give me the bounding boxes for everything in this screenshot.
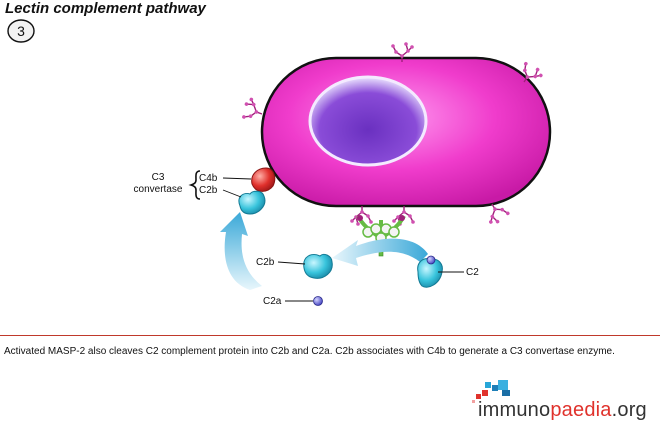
label-convertase: convertase — [134, 184, 183, 195]
logo-part-paedia: paedia — [550, 399, 612, 421]
page-title: Lectin complement pathway — [5, 0, 206, 17]
logo-part-immuno: immuno — [478, 399, 551, 421]
logo-part-org: .org — [611, 399, 647, 421]
label-c2: C2 — [466, 267, 479, 278]
cleavage-arrow — [332, 238, 428, 266]
c2b-bound-molecule — [238, 190, 266, 215]
label-c4b: C4b — [199, 173, 218, 184]
association-arrow — [220, 212, 262, 290]
c3-convertase-brace — [188, 170, 201, 200]
lectin-pathway-diagram: 3 — [7, 19, 552, 307]
step-badge: 3 — [7, 19, 35, 43]
caption-divider — [0, 335, 660, 336]
c4b-molecule — [251, 167, 276, 192]
leader-lines — [222, 177, 464, 302]
pathogen-cell — [260, 56, 552, 208]
label-c2b-lower: C2b — [256, 257, 275, 268]
c2b-free-molecule — [303, 253, 333, 279]
mbl-masp-complex — [356, 215, 406, 257]
caption: Activated MASP-2 also cleaves C2 complem… — [4, 346, 615, 357]
step-number: 3 — [17, 23, 25, 39]
label-c3: C3 — [152, 172, 165, 183]
logo-cube-icon — [472, 380, 510, 403]
logo-wordmark: immunopaedia.org — [478, 399, 647, 422]
nucleus — [308, 75, 428, 167]
label-c2a: C2a — [263, 296, 282, 307]
c2a-attached — [426, 255, 436, 265]
c2a-molecule — [313, 296, 323, 306]
label-c2b-upper: C2b — [199, 185, 218, 196]
